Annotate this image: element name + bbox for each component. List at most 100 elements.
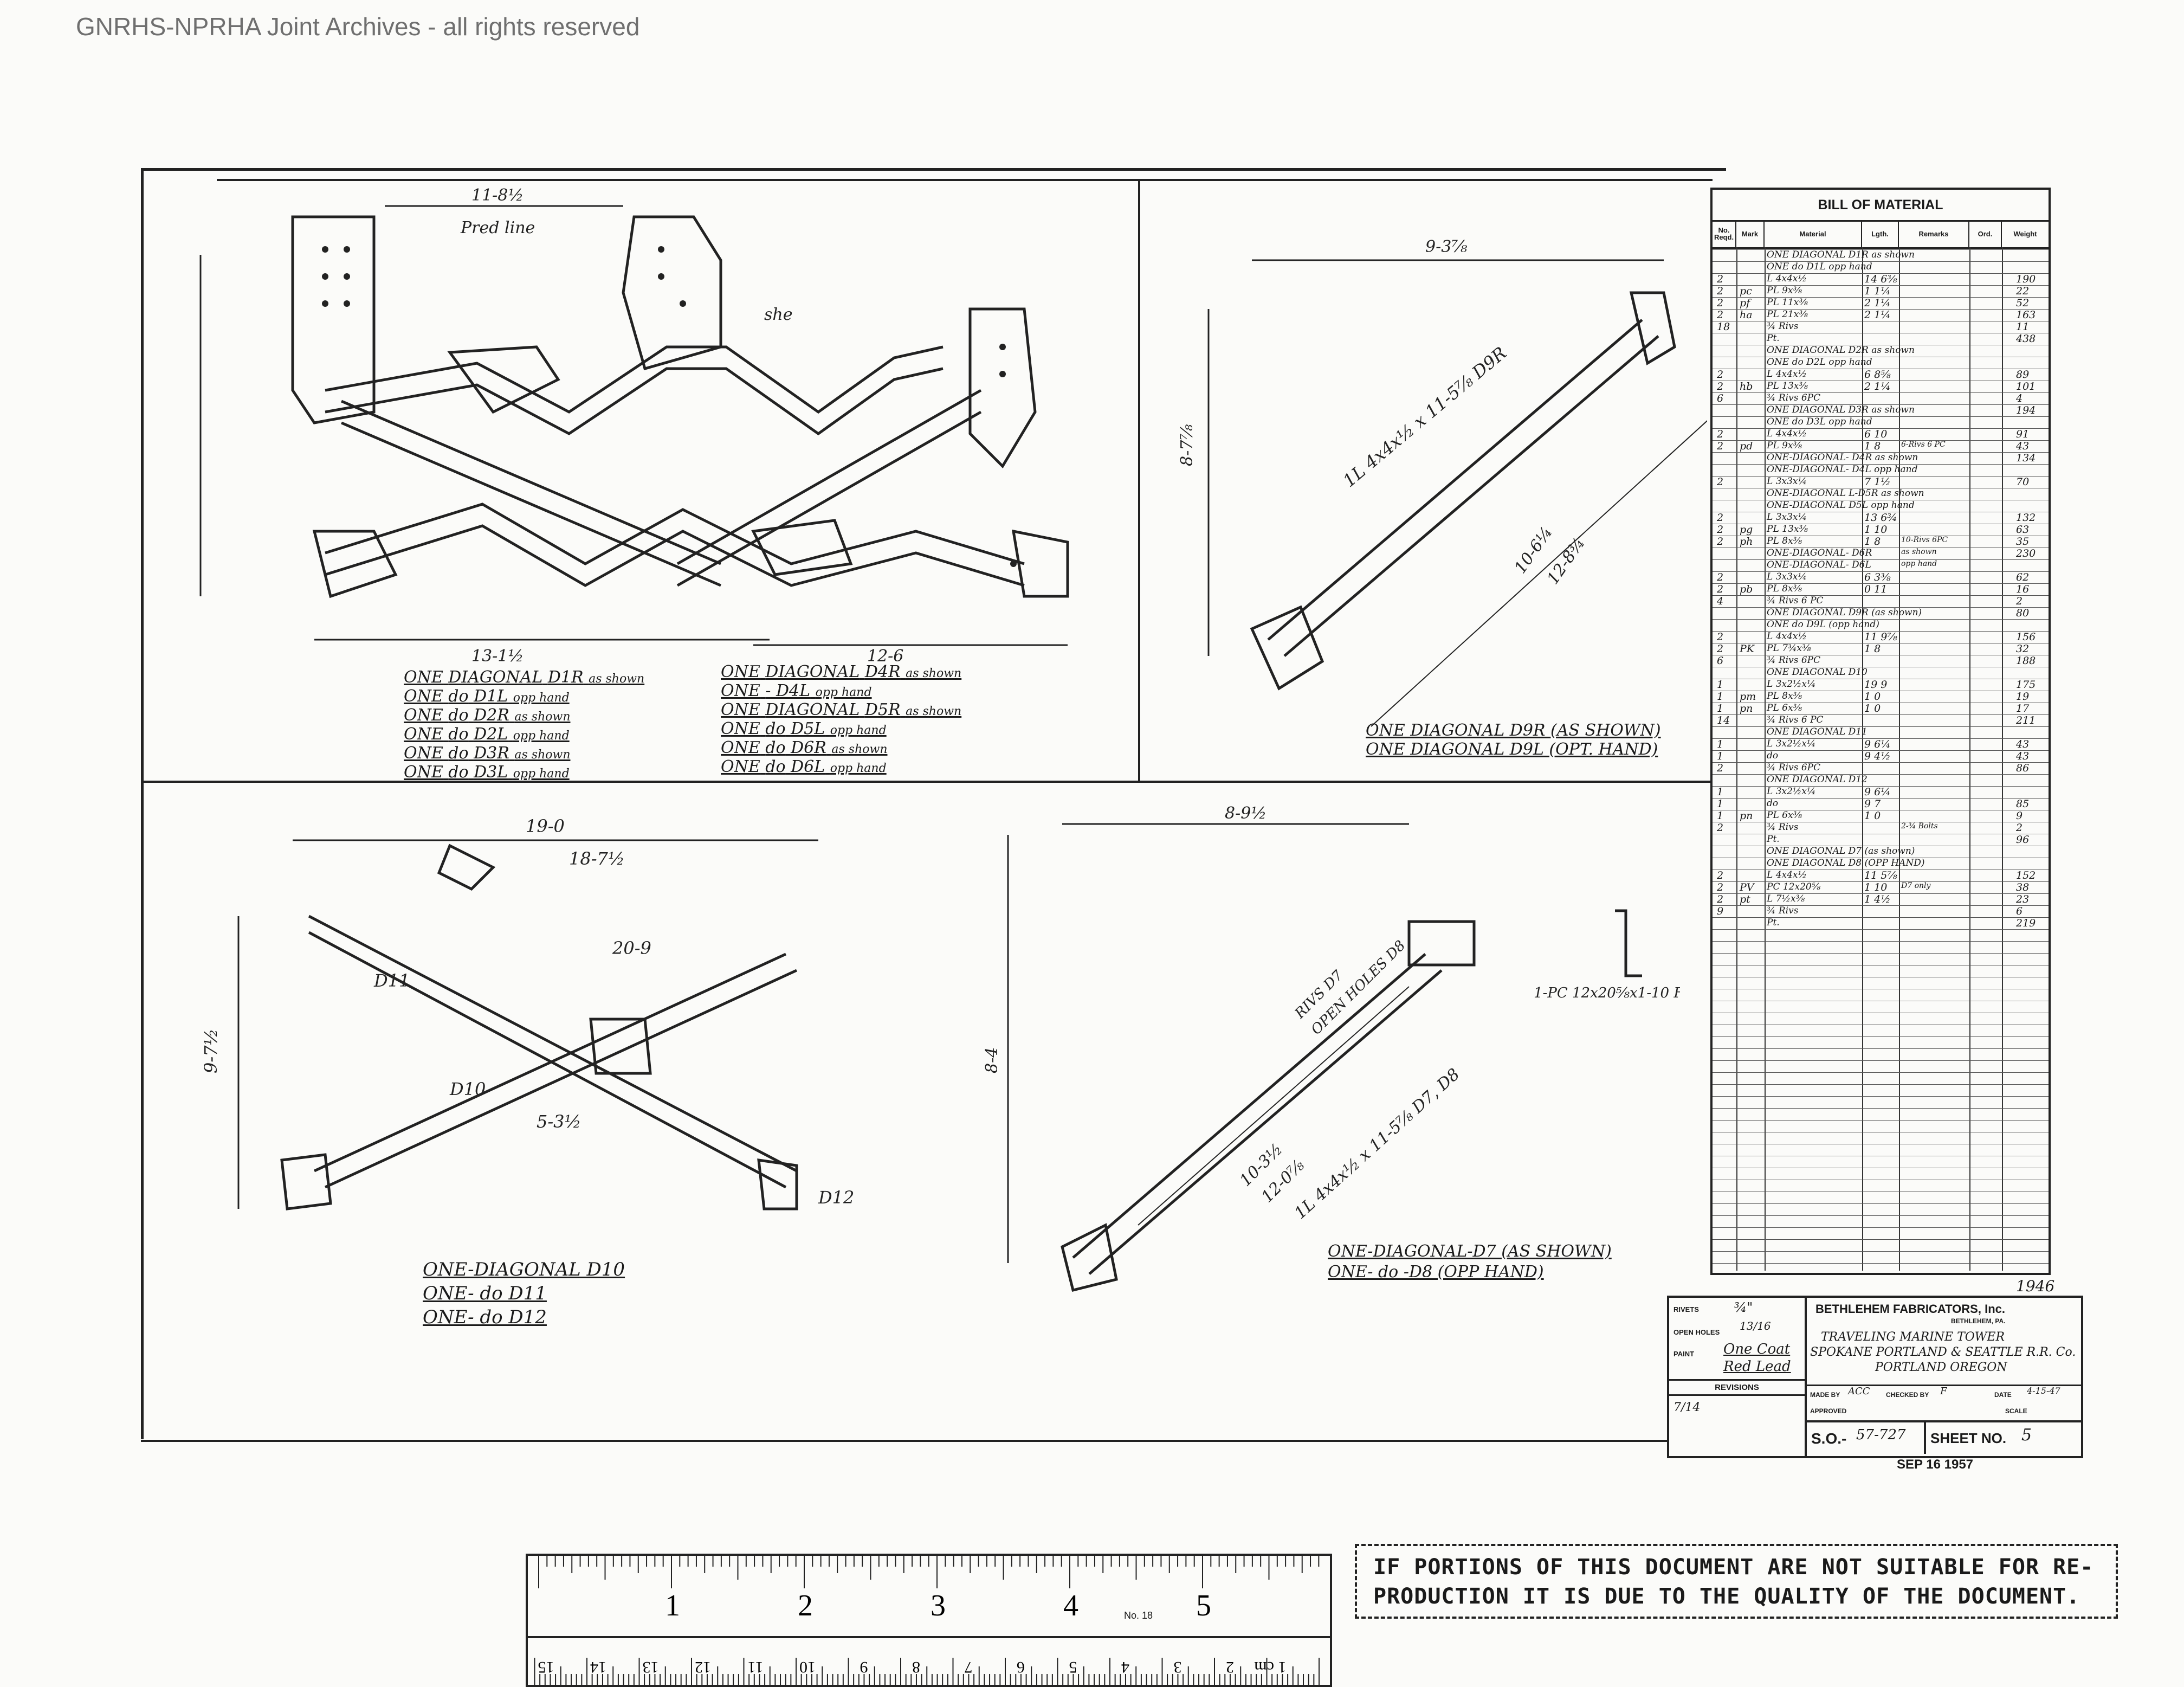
bom-cell-material: ¾ Rivs 6PC: [1767, 655, 1821, 666]
bom-row-line: [1713, 1072, 2049, 1073]
bom-col-ord: Ord.: [1969, 220, 2002, 247]
bom-row-line: [1713, 953, 2049, 954]
bom-row-line: [1713, 1060, 2049, 1061]
bom-cell-lgth: 1 4½: [1864, 893, 1891, 905]
bom-cell-weight: 101: [2016, 381, 2036, 392]
project-line-3: PORTLAND OREGON: [1875, 1361, 2007, 1374]
bom-cell-weight: 6: [2016, 905, 2023, 917]
bom-cell-material: PL 8x⅜: [1767, 583, 1802, 594]
dim-8-9: 8-9½: [1225, 804, 1267, 823]
bom-cell-material: ONE DIAGONAL D12: [1767, 774, 1868, 785]
bom-row: Pt.219: [1713, 917, 2049, 929]
bom-row-line: [1713, 607, 2049, 608]
caption-d9-line-2: ONE DIAGONAL D9L (OPT. HAND): [1366, 740, 1658, 759]
bom-cell-no: 2: [1717, 643, 1724, 655]
bom-column-line: [1765, 247, 1766, 1271]
ruler-cm-label: 13: [643, 1658, 659, 1676]
bom-cell-weight: 175: [2016, 679, 2036, 691]
bom-cell-material: L 3x3x¼: [1767, 476, 1807, 487]
bom-cell-material: ONE DIAGONAL D8 (OPP HAND): [1767, 858, 1925, 868]
bom-cell-material: L 4x4x½: [1767, 369, 1807, 379]
caption-d10-d12: ONE-DIAGONAL D10 ONE- do D11 ONE- do D12: [423, 1258, 625, 1329]
title-block-left: [1669, 1298, 1807, 1456]
bom-row-line: [1713, 273, 2049, 274]
ruler-cm-label: 6: [1017, 1658, 1025, 1676]
bom-cell-material: ONE DIAGONAL D3R as shown: [1767, 404, 1915, 415]
bom-cell-lgth: 9 6¼: [1864, 786, 1891, 798]
bom-row-line: [1713, 1108, 2049, 1109]
bom-cell-material: L 3x2½x¼: [1767, 738, 1816, 749]
bom-cell-material: ONE do D1L opp hand: [1767, 261, 1872, 272]
bom-cell-weight: 89: [2016, 369, 2030, 381]
ruler-cm-label: 5: [1069, 1658, 1077, 1676]
bom-cell-remarks: as shown: [1901, 548, 1937, 556]
bom-row: ONE-DIAGONAL- D4L opp hand: [1713, 464, 2049, 476]
bom-row-line: [1713, 726, 2049, 727]
bom-cell-no: 2: [1717, 476, 1724, 488]
drawing-d1-d6: 11-8½ 13-1½ 12-6 Pred line she: [199, 186, 1069, 666]
project-line-2: SPOKANE PORTLAND & SEATTLE R.R. Co.: [1810, 1345, 2076, 1359]
bom-cell-material: ONE-DIAGONAL L-D5R as shown: [1767, 488, 1924, 499]
label-d10: D10: [449, 1079, 486, 1099]
bom-cell-material: ¾ Rivs: [1767, 321, 1799, 332]
bom-cell-material: PL 8x⅜: [1767, 536, 1802, 546]
bom-cell-weight: 35: [2016, 536, 2030, 548]
bom-cell-no: 1: [1717, 786, 1724, 798]
so-value: 57-727: [1856, 1427, 1906, 1443]
bom-column-line: [1736, 247, 1737, 1271]
ruler-cm-label: 14: [590, 1658, 606, 1676]
bom-cell-lgth: 1 1¼: [1864, 285, 1891, 297]
bom-cell-no: 9: [1717, 905, 1724, 917]
bom-row-line: [1713, 1263, 2049, 1264]
bom-row-line: [1713, 464, 2049, 465]
list-item: ONE do D6L opp hand: [721, 757, 887, 776]
bom-cell-no: 2: [1717, 762, 1724, 774]
bom-cell-weight: 156: [2016, 631, 2036, 643]
bom-cell-weight: 19: [2016, 691, 2030, 703]
ruler-label: No. 18: [1124, 1610, 1153, 1621]
dim-19-0: 19-0: [526, 816, 565, 836]
ruler-cm-label: 10: [799, 1658, 816, 1676]
bom-cell-remarks: D7 only: [1901, 881, 1931, 890]
bom-row-line: [1713, 1048, 2049, 1049]
bom-cell-no: 1: [1717, 691, 1724, 703]
ruler-cm-label: 7: [965, 1658, 973, 1676]
bom-cell-material: ONE DIAGONAL D9R (as shown): [1767, 607, 1922, 618]
bom-cell-weight: 63: [2016, 524, 2030, 536]
bom-cell-material: ONE DIAGONAL D10: [1767, 667, 1868, 678]
bom-cell-no: 1: [1717, 810, 1724, 822]
diagonal-list-right: ONE DIAGONAL D4R as shown ONE - D4L opp …: [721, 662, 961, 776]
title-block: RIVETS ¾" OPEN HOLES 13/16 PAINT One Coa…: [1667, 1296, 2083, 1458]
bom-cell-lgth: 1 8: [1864, 643, 1881, 655]
bom-cell-no: 2: [1717, 512, 1724, 524]
bom-column-line: [1969, 247, 1970, 1271]
bom-cell-material: ONE do D3L opp hand: [1767, 416, 1872, 427]
title-block-divider-3: [1924, 1420, 1926, 1454]
bom-col-length: Lgth.: [1862, 220, 1899, 247]
drawing-frame: [141, 168, 1726, 1439]
bom-cell-lgth: 9 4½: [1864, 750, 1891, 762]
list-item: ONE do D2L opp hand: [404, 725, 570, 744]
bom-cell-weight: 152: [2016, 870, 2036, 881]
bom-cell-no: 2: [1717, 273, 1724, 285]
bom-cell-mark: hb: [1740, 381, 1753, 392]
bom-cell-weight: 80: [2016, 607, 2030, 619]
bom-column-line: [1899, 247, 1900, 1271]
bom-cell-no: 2: [1717, 285, 1724, 297]
bom-row-line: [1713, 416, 2049, 417]
bom-cell-weight: 22: [2016, 285, 2030, 297]
frame-bottom: [141, 1440, 1680, 1442]
bom-cell-no: 2: [1717, 440, 1724, 452]
bom-row-line: [1713, 1203, 2049, 1204]
list-item: ONE DIAGONAL D4R as shown: [721, 662, 962, 681]
